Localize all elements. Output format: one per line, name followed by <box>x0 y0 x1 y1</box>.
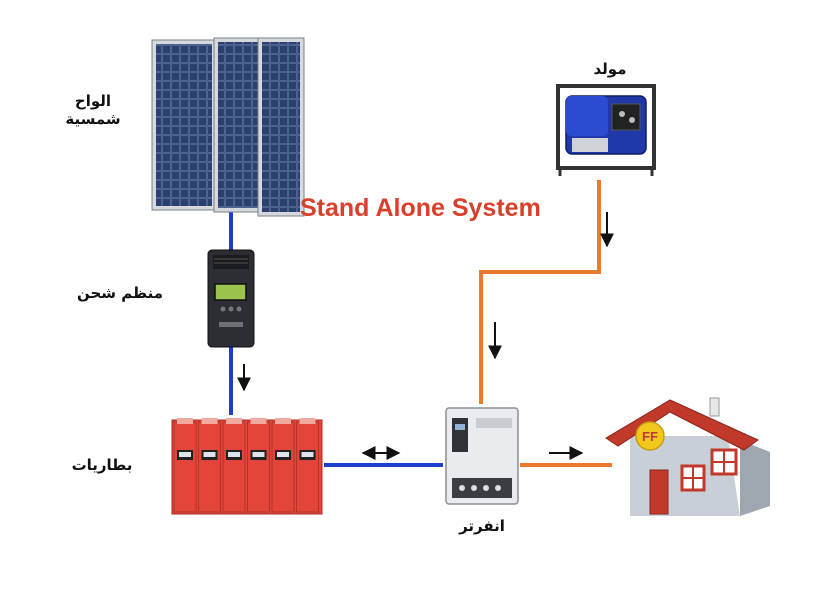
house: FF <box>605 397 770 516</box>
controller-lcd <box>214 283 247 301</box>
flow-arrows <box>237 212 614 460</box>
label-solar-panels-line2: شمسية <box>65 110 121 128</box>
battery-cell <box>222 418 246 513</box>
solar-panel <box>213 37 263 213</box>
label-generator: مولد <box>593 60 627 78</box>
solar-panel <box>151 39 217 211</box>
battery-cell <box>173 418 197 513</box>
label-solar-panels-line1: الواح <box>74 92 112 110</box>
ac-wires <box>479 180 612 467</box>
generator <box>556 84 656 176</box>
solar-panels <box>151 37 305 217</box>
battery-cell <box>271 418 295 513</box>
charge-controller <box>207 249 255 348</box>
wire-generator-to-inverter <box>479 180 601 404</box>
batteries <box>171 418 323 515</box>
dc-wires <box>229 212 443 467</box>
battery-cell <box>296 418 319 513</box>
inverter <box>445 407 519 505</box>
house-roof <box>605 399 759 451</box>
battery-cell <box>198 418 221 513</box>
diagram-title: Stand Alone System <box>300 194 541 222</box>
label-solar-panels: الواح شمسية <box>58 92 128 128</box>
label-inverter: انفرتر <box>459 517 505 535</box>
house-sign: FF <box>642 429 658 444</box>
house-door <box>649 469 669 515</box>
label-batteries: بطاريات <box>71 456 133 474</box>
house-sign-badge <box>635 421 665 451</box>
label-charge-controller: منظم شحن <box>76 284 164 302</box>
battery-cell <box>247 418 270 513</box>
solar-panel <box>257 37 305 217</box>
